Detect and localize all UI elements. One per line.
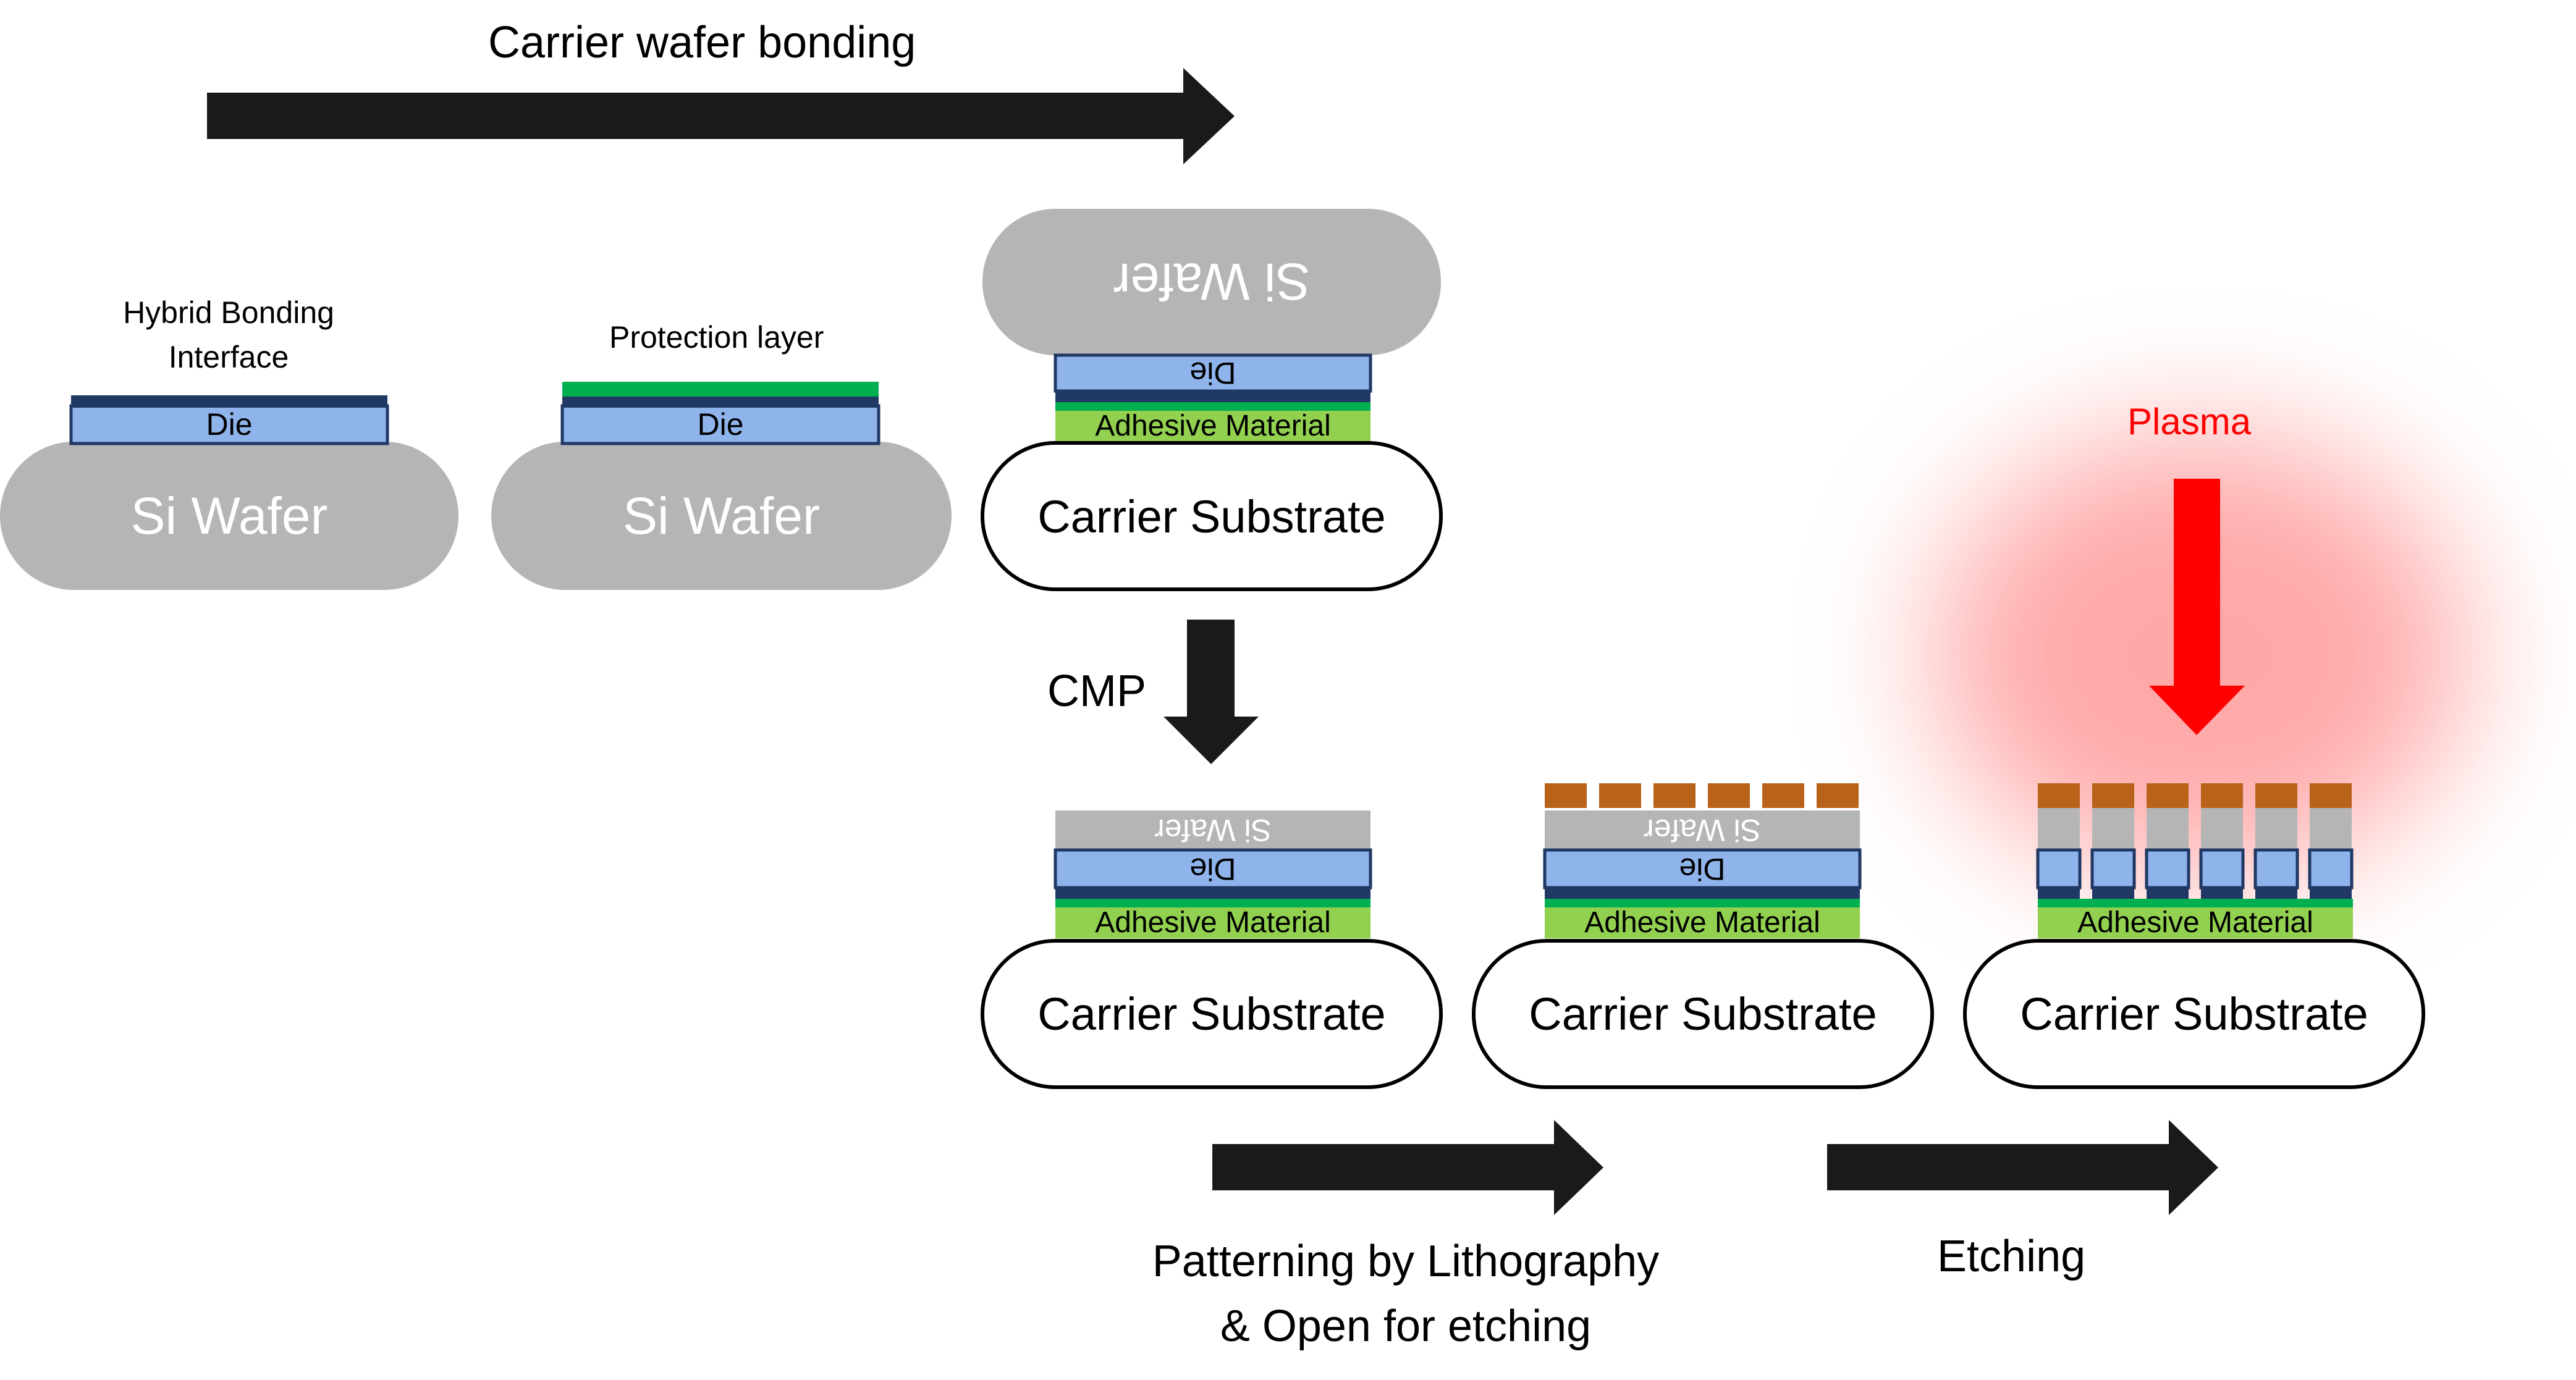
adhesive-3 <box>1055 411 1370 442</box>
si-wafer-1 <box>0 442 458 590</box>
interface-5 <box>1545 888 1860 899</box>
stage-patterning <box>1472 783 1934 1089</box>
adhesive-6 <box>2038 907 2353 938</box>
plasma-arrow <box>2149 479 2245 735</box>
carrier-bonding-arrow <box>207 68 1235 164</box>
die-4-label: Die <box>1189 852 1236 886</box>
carrier-substrate-3 <box>981 441 1443 591</box>
protection-layer-4 <box>1055 899 1370 907</box>
patterning-arrow <box>1212 1120 1603 1215</box>
die-2-label: Die <box>697 407 744 442</box>
hybrid-bonding-line2: Interface <box>168 340 289 374</box>
carrier-substrate-4-label: Carrier Substrate <box>1037 988 1386 1040</box>
adhesive-4 <box>1055 907 1370 938</box>
patterning-label: Patterning by Lithography & Open for etc… <box>1118 1229 1693 1359</box>
pillar <box>2253 783 2299 899</box>
si-wafer-5-label: Si Wafer <box>1644 813 1761 848</box>
pillar <box>2308 783 2354 899</box>
si-wafer-3-label: Si Wafer <box>1113 253 1311 311</box>
interface-3 <box>1055 391 1370 402</box>
si-wafer-3 <box>982 209 1441 355</box>
stage-hybrid-bonding <box>0 395 458 590</box>
adhesive-5-label: Adhesive Material <box>1584 906 1820 939</box>
photoresist-pattern-5 <box>1545 783 1859 808</box>
hybrid-bonding-interface-1 <box>71 395 387 408</box>
die-3 <box>1054 353 1372 393</box>
stage-carrier-bonded <box>981 209 1443 591</box>
carrier-substrate-3-label: Carrier Substrate <box>1037 491 1386 542</box>
plasma-label: Plasma <box>2127 401 2252 442</box>
si-wafer-2 <box>491 442 952 590</box>
stage-etching <box>1963 783 2425 1089</box>
die-3-label: Die <box>1189 356 1236 390</box>
patterning-line2: & Open for etching <box>1220 1302 1592 1351</box>
die-1 <box>69 404 389 445</box>
si-wafer-1-label: Si Wafer <box>130 487 328 545</box>
carrier-bonding-label: Carrier wafer bonding <box>488 18 916 67</box>
protection-layer-label: Protection layer <box>609 320 824 355</box>
carrier-substrate-4 <box>981 939 1443 1089</box>
si-wafer-4-label: Si Wafer <box>1154 813 1272 848</box>
die-2 <box>560 404 880 445</box>
pillar <box>2090 783 2136 899</box>
adhesive-6-label: Adhesive Material <box>2077 906 2313 939</box>
etched-pillars-6 <box>2036 783 2354 899</box>
adhesive-5 <box>1545 907 1860 938</box>
adhesive-3-label: Adhesive Material <box>1095 410 1331 442</box>
interface-4 <box>1055 888 1370 899</box>
die-5-label: Die <box>1679 852 1726 886</box>
cmp-arrow <box>1163 620 1259 764</box>
etching-arrow <box>1827 1120 2218 1215</box>
hybrid-bonding-interface-label: Hybrid Bonding Interface <box>117 290 340 379</box>
etching-label: Etching <box>1937 1232 2086 1281</box>
carrier-substrate-6 <box>1963 939 2425 1089</box>
protection-layer-3 <box>1055 402 1370 411</box>
si-wafer-thin-4 <box>1055 810 1370 850</box>
protection-layer-5 <box>1545 899 1860 907</box>
pillar <box>2145 783 2190 899</box>
si-wafer-2-label: Si Wafer <box>623 487 820 545</box>
pillar <box>2199 783 2245 899</box>
carrier-substrate-6-label: Carrier Substrate <box>2020 988 2368 1040</box>
hybrid-bonding-line1: Hybrid Bonding <box>123 295 334 330</box>
cmp-label: CMP <box>1047 667 1146 716</box>
die-4 <box>1054 848 1372 890</box>
interface-2 <box>562 395 879 408</box>
protection-layer-6 <box>2038 899 2353 907</box>
carrier-substrate-5-label: Carrier Substrate <box>1529 988 1877 1040</box>
protection-layer-2 <box>562 382 879 397</box>
adhesive-4-label: Adhesive Material <box>1095 906 1331 939</box>
pillar <box>2036 783 2082 899</box>
patterning-line1: Patterning by Lithography <box>1152 1237 1660 1286</box>
carrier-substrate-5 <box>1472 939 1934 1089</box>
die-1-label: Die <box>206 407 253 442</box>
stage-after-cmp <box>981 810 1443 1089</box>
si-wafer-thin-5 <box>1545 810 1860 850</box>
stage-protection-layer <box>491 382 952 590</box>
